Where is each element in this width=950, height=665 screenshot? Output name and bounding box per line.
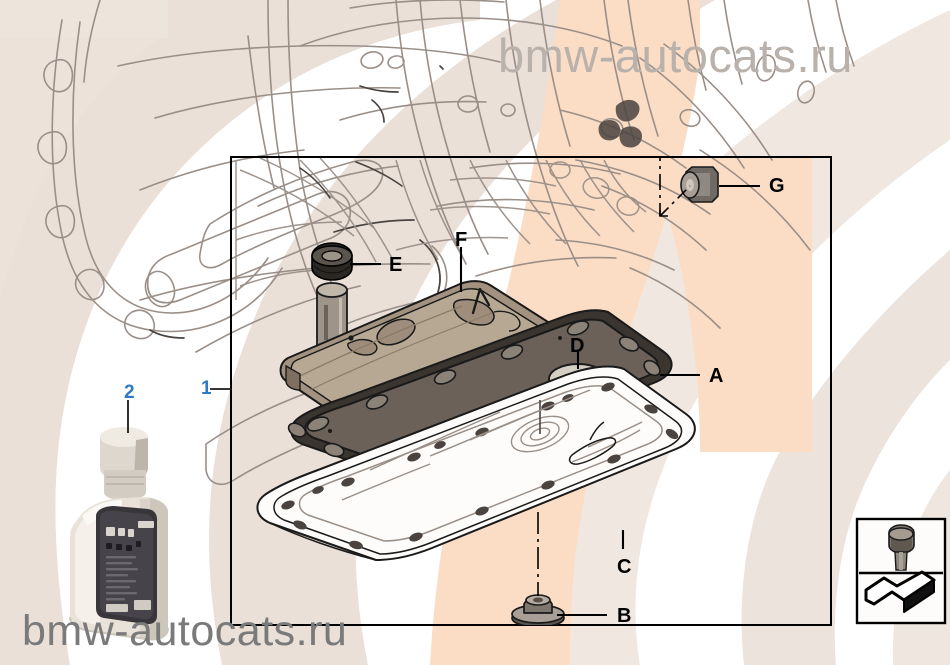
icon-box (855, 517, 947, 625)
bolt-icon (888, 524, 915, 571)
bent-sheet-icon (864, 570, 936, 613)
callout-label-2[interactable]: 2 (124, 382, 135, 403)
callout-label-C[interactable]: C (617, 556, 632, 578)
callout-label-F[interactable]: F (455, 229, 468, 251)
fill-plug-centerline (231, 157, 831, 217)
oil-pan-gasket-part (287, 309, 673, 479)
housing-shaded-lugs (598, 99, 642, 148)
callout-label-1[interactable]: 1 (201, 378, 212, 399)
callout-label-A[interactable]: A (709, 365, 724, 387)
oil-pan-part (256, 365, 696, 561)
callout-label-E[interactable]: E (389, 254, 403, 276)
drain-plug-part (511, 594, 565, 625)
o-ring-seal-part (311, 242, 353, 281)
callout-leaders (350, 184, 760, 617)
fill-plug-part (680, 166, 719, 203)
oil-bottle-part (69, 427, 169, 641)
number-leaders (127, 388, 232, 433)
callout-label-G[interactable]: G (769, 175, 785, 197)
callout-label-B[interactable]: B (617, 605, 632, 627)
oil-filter-part (279, 280, 555, 424)
callout-label-D[interactable]: D (570, 335, 585, 357)
